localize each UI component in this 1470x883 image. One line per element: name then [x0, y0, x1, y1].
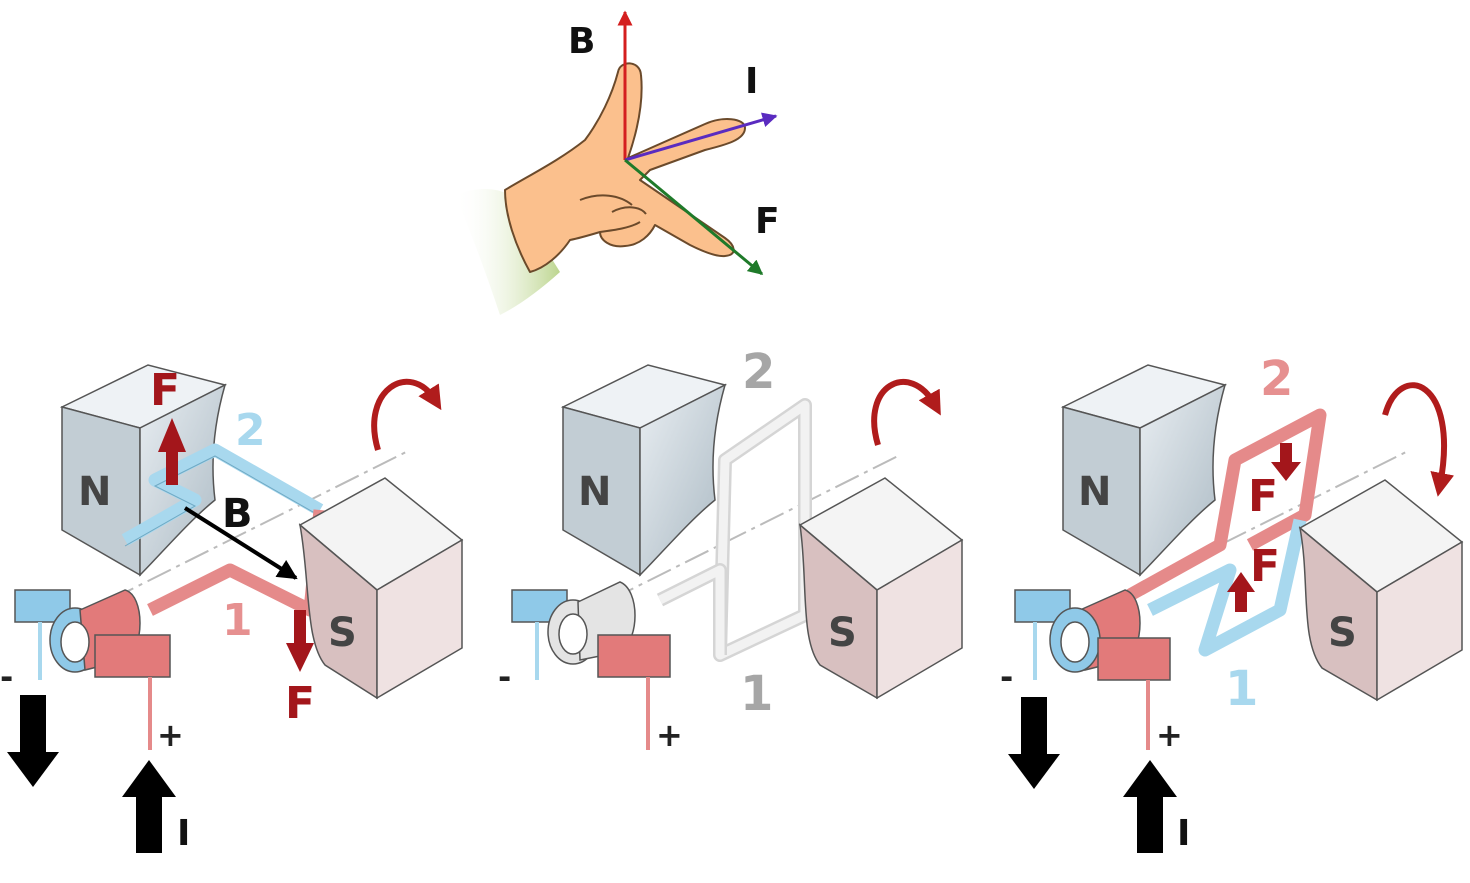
side-2-label: 2 [235, 405, 266, 456]
current-label: I [1177, 813, 1190, 854]
axle [609, 454, 901, 601]
south-label: S [328, 610, 357, 656]
rotation-arrow [871, 378, 941, 446]
north-magnet [1060, 364, 1228, 577]
south-magnet [298, 477, 464, 700]
coil-side-2 [121, 443, 324, 546]
north-magnet [560, 364, 728, 577]
force-arrow-up [158, 418, 186, 485]
force-top-label: F [1248, 471, 1278, 522]
current-out-arrow [7, 695, 59, 787]
axle [109, 449, 411, 601]
force-label: F [755, 201, 780, 242]
force-bottom-label: F [285, 678, 315, 729]
side-1-label: 1 [222, 595, 253, 646]
current-in-arrow [122, 760, 176, 853]
coil-side-1 [1147, 518, 1307, 657]
south-magnet [1298, 479, 1464, 702]
commutator [1014, 589, 1171, 681]
field-arrow [183, 506, 298, 580]
force-arrow-up [1227, 572, 1255, 612]
side-2-label: 2 [1260, 351, 1293, 407]
side-2-label: 2 [742, 344, 775, 400]
coil-loop [656, 398, 812, 662]
side-1-label: 1 [1225, 661, 1258, 717]
sleeve [455, 188, 560, 315]
current-out-arrow [1008, 697, 1060, 789]
current-label: I [177, 813, 190, 854]
north-label: N [78, 469, 111, 515]
force-top-label: F [150, 365, 180, 416]
north-magnet [59, 364, 228, 577]
south-label: S [828, 610, 857, 656]
motor-panel-2: N S 2 1 - + [498, 344, 964, 754]
current-in-arrow [1123, 760, 1177, 853]
minus-label: - [0, 658, 13, 696]
commutator [14, 589, 171, 678]
rotation-arrow [371, 378, 442, 451]
minus-label: - [1000, 658, 1013, 696]
force-arrow-down [286, 610, 314, 672]
force-arrow [624, 158, 764, 276]
hand-icon [504, 62, 746, 273]
motor-panel-3: N S F F 2 1 [1000, 351, 1464, 854]
motor-panel-1: N S F [0, 364, 464, 854]
rotation-arrow [1382, 382, 1455, 497]
field-label: B [568, 21, 595, 62]
plus-label: + [1156, 716, 1183, 754]
field-label: B [222, 491, 253, 537]
north-label: N [578, 469, 611, 515]
south-magnet [798, 477, 964, 700]
plus-label: + [157, 716, 184, 754]
hand-rule-diagram: B I F [455, 10, 780, 315]
current-label: I [745, 61, 758, 102]
commutator [511, 581, 671, 678]
south-label: S [1328, 610, 1357, 656]
plus-label: + [656, 716, 683, 754]
north-label: N [1078, 469, 1111, 515]
current-arrow [624, 112, 778, 162]
side-1-label: 1 [740, 666, 773, 722]
force-arrow-down [1271, 443, 1301, 481]
force-bottom-label: F [1250, 541, 1280, 592]
minus-label: - [498, 658, 511, 696]
